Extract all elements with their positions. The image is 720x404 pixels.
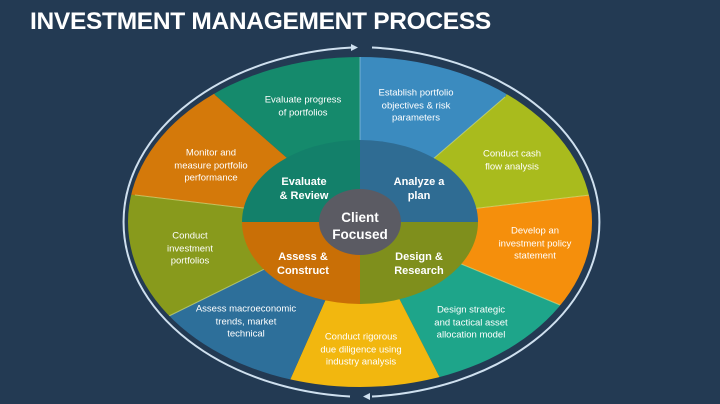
segment-label-due-diligence: Conduct rigorous due diligence using ind… (320, 331, 401, 369)
quadrant-label-evaluate-review: Evaluate & Review (280, 175, 329, 203)
label-line: Design strategic (436, 304, 506, 316)
label-line: Monitor and (185, 147, 237, 159)
label-line: trends, market (215, 315, 277, 327)
segment-label-conduct-investment: Conduct investment portfolios (167, 230, 213, 268)
label-line: performance (184, 172, 238, 184)
segment-label-monitor-performance: Monitor and measure portfolio performanc… (174, 147, 247, 185)
center-label-line2: Focused (332, 227, 388, 242)
segment-label-conduct-cash-flow: Conduct cash flow analysis (483, 149, 541, 174)
segment-label-design-allocation: Design strategic and tactical asset allo… (434, 304, 507, 342)
label-line: parameters (391, 112, 441, 124)
label-line: portfolios (170, 255, 210, 267)
segment-label-assess-macro: Assess macroeconomic trends, market tech… (196, 303, 296, 341)
segment-label-evaluate-progress: Evaluate progress of portfolios (265, 95, 342, 120)
label-line: plan (407, 190, 431, 202)
label-line: & Review (279, 190, 329, 202)
label-line: investment (167, 242, 213, 254)
arrowhead-top-icon (351, 44, 358, 51)
label-line: Design & (395, 251, 443, 263)
segment-due-diligence[interactable] (280, 222, 450, 404)
label-line: Evaluate progress (264, 94, 342, 106)
label-line: Establish portfolio (378, 87, 454, 99)
center-hub[interactable] (319, 189, 401, 255)
label-line: of portfolios (278, 107, 328, 118)
label-line: due diligence using (320, 343, 402, 355)
label-line: allocation model (436, 329, 506, 341)
cycle-ring-arrow (122, 46, 601, 398)
label-line: Develop an (510, 225, 560, 237)
label-line: industry analysis (325, 356, 397, 368)
center-label-line1: Client (341, 210, 379, 225)
label-line: statement (514, 250, 556, 262)
center-label: Client Focused (332, 209, 388, 243)
quadrant-label-design-research: Design & Research (394, 250, 444, 278)
quadrant-label-assess-construct: Assess & Construct (277, 250, 329, 278)
label-line: objectives & risk (381, 99, 451, 111)
label-line: Construct (277, 265, 329, 277)
segment-label-establish-objectives: Establish portfolio objectives & risk pa… (379, 87, 454, 125)
label-line: investment policy (498, 237, 572, 249)
quadrant-label-analyze-plan: Analyze a plan (394, 175, 445, 203)
segment-label-develop-policy: Develop an investment policy statement (499, 225, 572, 263)
label-line: Conduct (172, 230, 208, 242)
label-line: measure portfolio (174, 159, 248, 171)
label-line: and tactical asset (434, 316, 508, 328)
label-line: Evaluate (281, 176, 327, 188)
label-line: Analyze a (393, 176, 445, 188)
label-line: technical (227, 328, 265, 340)
label-line: Research (394, 265, 444, 277)
label-line: flow analysis (485, 161, 539, 172)
label-line: Conduct rigorous (324, 331, 398, 343)
arrowhead-bottom-icon (363, 393, 370, 400)
label-line: Assess & (278, 251, 328, 263)
page-title: INVESTMENT MANAGEMENT PROCESS (30, 8, 491, 35)
label-line: Assess macroeconomic (195, 303, 297, 315)
label-line: Conduct cash (482, 148, 542, 160)
